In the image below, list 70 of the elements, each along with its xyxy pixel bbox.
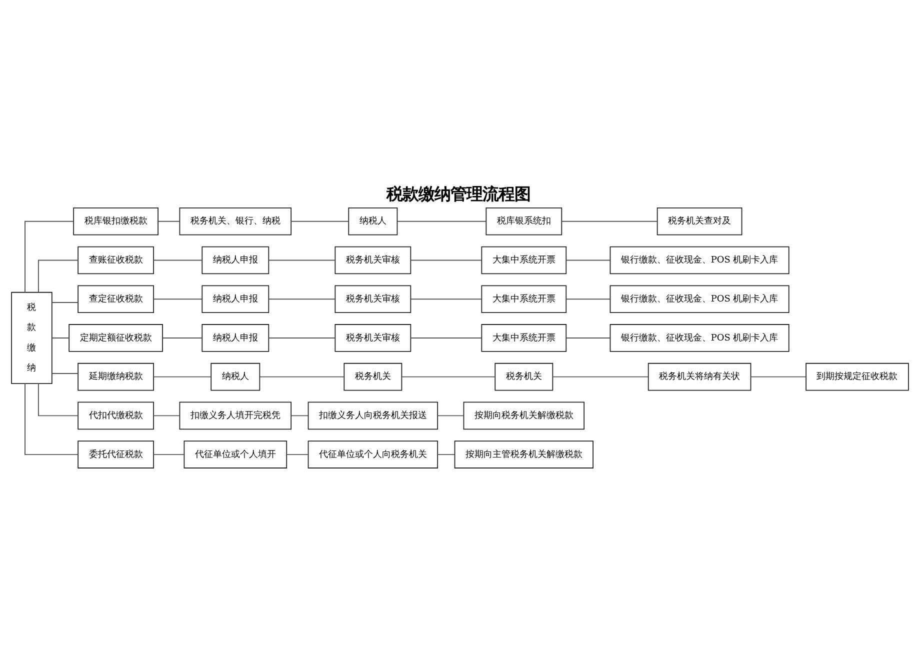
node-box: 大集中系统开票 — [481, 324, 567, 352]
node-box: 银行缴款、征收现金、POS 机刷卡入库 — [610, 324, 790, 352]
connector — [268, 298, 336, 300]
connector — [24, 382, 78, 455]
connector — [286, 454, 309, 455]
node-box: 税务机关查对及 — [656, 206, 742, 235]
connector — [158, 220, 180, 222]
node-box: 纳税人申报 — [202, 324, 270, 352]
node-box: 纳税人 — [210, 362, 260, 390]
connector — [153, 414, 180, 416]
connector — [52, 372, 78, 374]
connector — [397, 220, 486, 222]
node-box: 代扣代缴税款 — [78, 401, 154, 430]
connector — [52, 301, 78, 302]
connector — [290, 220, 349, 222]
node-box: 按期向税务机关解缴税款 — [463, 401, 585, 430]
connector — [437, 414, 464, 416]
node-box: 定期定额征收税款 — [68, 324, 163, 352]
node-box: 税务机关 — [494, 362, 554, 390]
node-box: 税务机关、银行、纳税 — [179, 206, 292, 235]
connector — [437, 454, 456, 455]
connector — [566, 298, 610, 300]
node-box: 税务机关将纳有关状 — [648, 362, 752, 390]
connector — [24, 220, 74, 292]
node-box: 税库银扣缴税款 — [73, 206, 158, 235]
node-box: 大集中系统开票 — [481, 284, 567, 312]
node-box: 到期按规定征收税款 — [806, 362, 909, 390]
node-box: 税务机关审核 — [334, 324, 412, 352]
connector — [561, 220, 658, 222]
connector — [268, 336, 336, 338]
connector — [566, 259, 610, 260]
node-box: 银行缴款、征收现金、POS 机刷卡入库 — [610, 284, 790, 312]
connector — [153, 376, 212, 377]
connector — [268, 259, 336, 260]
diagram-title: 税款缴纳管理流程图 — [386, 184, 531, 203]
node-box: 税务机关 — [344, 362, 402, 390]
connector — [402, 376, 496, 377]
node-box: 税务机关审核 — [334, 246, 412, 274]
node-box: 税务机关审核 — [334, 284, 412, 312]
node-box: 查定征收税款 — [78, 284, 154, 312]
connector — [290, 414, 309, 416]
node-box: 银行缴款、征收现金、POS 机刷卡入库 — [610, 246, 790, 274]
node-box: 延期缴纳税款 — [78, 362, 154, 390]
node-box: 代征单位或个人填开 — [184, 440, 288, 468]
node-box: 纳税人 — [348, 206, 398, 235]
node-box: 税款缴纳 — [11, 291, 52, 384]
connector — [38, 259, 79, 292]
connector — [52, 336, 70, 338]
connector — [153, 259, 203, 260]
node-box: 代征单位或个人向税务机关 — [308, 440, 438, 468]
node-box: 税库银系统扣 — [486, 206, 562, 235]
node-box: 扣缴义务人向税务机关报送 — [308, 401, 438, 430]
connector — [260, 376, 344, 377]
connector — [410, 259, 482, 260]
connector — [552, 376, 648, 377]
connector — [750, 376, 807, 377]
connector — [153, 298, 203, 300]
node-box: 扣缴义务人填开完税凭 — [179, 401, 292, 430]
node-box: 纳税人申报 — [202, 246, 270, 274]
node-box: 查账征收税款 — [78, 246, 154, 274]
node-box: 按期向主管税务机关解缴税款 — [454, 440, 594, 468]
connector — [38, 382, 79, 416]
connector — [410, 336, 482, 338]
connector — [153, 454, 185, 455]
connector — [566, 336, 610, 338]
connector — [162, 336, 202, 338]
node-box: 纳税人申报 — [202, 284, 270, 312]
node-box: 委托代征税款 — [78, 440, 154, 468]
node-box: 大集中系统开票 — [481, 246, 567, 274]
connector — [410, 298, 482, 300]
